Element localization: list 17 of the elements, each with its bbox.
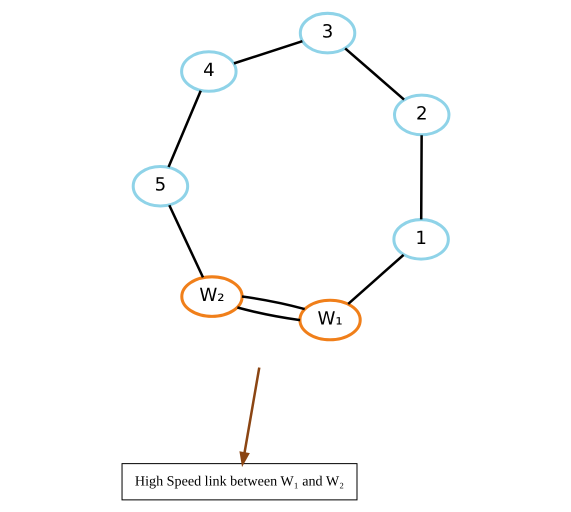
arrow <box>239 366 261 467</box>
node-ellipse: 2 <box>393 93 450 136</box>
node-box: High Speed link between W₁ and W₂ <box>122 462 358 500</box>
connector <box>242 294 305 310</box>
node-ellipse: 5 <box>132 164 190 208</box>
node-ellipse: W₂ <box>180 274 244 318</box>
connector <box>344 46 405 100</box>
connector <box>234 40 303 64</box>
connector <box>420 134 423 219</box>
node-ellipse: 1 <box>392 218 450 260</box>
connector <box>168 204 204 278</box>
node-ellipse: 3 <box>298 11 356 54</box>
connector <box>347 253 404 304</box>
connector <box>237 306 300 321</box>
node-ellipse: 4 <box>180 50 238 92</box>
connector <box>167 90 202 167</box>
node-ellipse: W₁ <box>298 298 362 341</box>
